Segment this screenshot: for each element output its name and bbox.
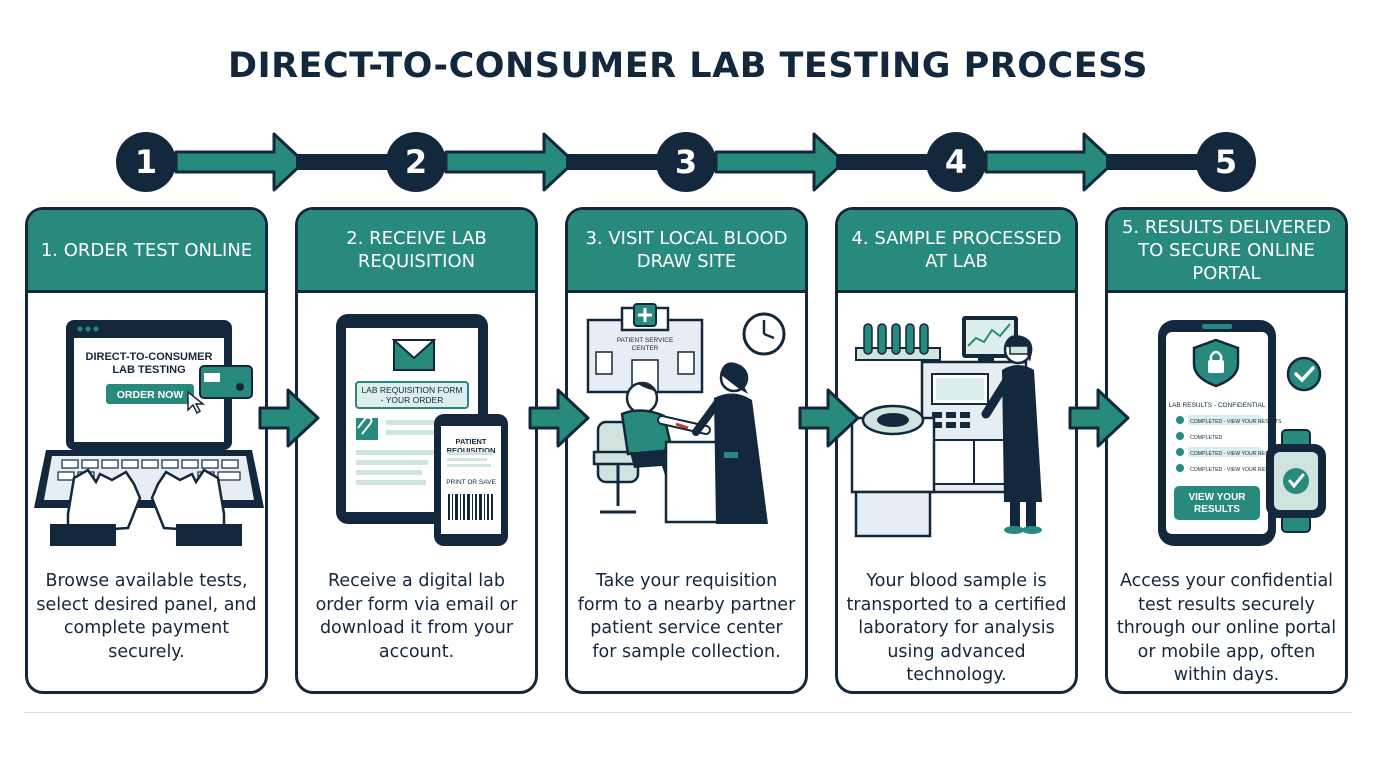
- card-header-4: 4. SAMPLE PROCESSED AT LAB: [838, 210, 1075, 293]
- step-number-5: 5: [1196, 132, 1256, 192]
- timeline-arrow-2: [444, 132, 576, 192]
- phone-print-label: PRINT OR SAVE: [446, 479, 496, 486]
- lab-equipment-icon: [850, 316, 1042, 538]
- card-title-1: 1. ORDER TEST ONLINE: [40, 239, 253, 261]
- card-description-3: Take your requisition form to a nearby p…: [577, 571, 796, 662]
- step-card-3: 3. VISIT LOCAL BLOOD DRAW SITE PATIENT S…: [565, 207, 808, 694]
- flow-arrow-3: [798, 388, 860, 448]
- svg-text:COMPLETED - VIEW YOUR RESULTS: COMPLETED - VIEW YOUR RESULTS: [1190, 419, 1282, 425]
- timeline-arrows: [174, 132, 1198, 192]
- result-row-2: COMPLETED: [1176, 432, 1223, 441]
- card-header-3: 3. VISIT LOCAL BLOOD DRAW SITE: [568, 210, 805, 293]
- step-number-3: 3: [656, 132, 716, 192]
- timeline-bar-3: [836, 154, 928, 170]
- requisition-form-label: LAB REQUISITION FORM- YOUR ORDER: [361, 385, 462, 405]
- page-title: DIRECT-TO-CONSUMER LAB TESTING PROCESS: [228, 46, 1148, 86]
- smartphone-icon: LAB RESULTS - CONFIDENTIAL COMPLETED - V…: [1158, 320, 1326, 546]
- card-description-4: Your blood sample is transported to a ce…: [846, 571, 1067, 685]
- svg-text:COMPLETED - VIEW YOUR RESULTS: COMPLETED - VIEW YOUR RESULTS: [1190, 467, 1282, 473]
- timeline-bar-1: [296, 154, 388, 170]
- result-row-4: COMPLETED - VIEW YOUR RESULTS: [1176, 464, 1282, 473]
- svg-text:COMPLETED - VIEW YOUR RESULTS: COMPLETED - VIEW YOUR RESULTS: [1190, 451, 1282, 457]
- card-description-1: Browse available tests, select desired p…: [36, 571, 257, 662]
- needle-icon: [675, 422, 689, 430]
- card-title-5: 5. RESULTS DELIVERED TO SECURE ONLINE PO…: [1121, 216, 1332, 284]
- timeline-bar-2: [566, 154, 658, 170]
- barcode-icon: [448, 494, 493, 520]
- flow-arrow-2: [528, 388, 590, 448]
- card-description-2: Receive a digital lab order form via ema…: [315, 571, 518, 662]
- card-description-5: Access your confidential test results se…: [1116, 571, 1337, 685]
- checkmark-icon: [1286, 356, 1322, 392]
- step-card-4: 4. SAMPLE PROCESSED AT LAB Your blood sa…: [835, 207, 1078, 694]
- view-results-button: [1174, 486, 1260, 520]
- card-title-4: 4. SAMPLE PROCESSED AT LAB: [851, 228, 1062, 272]
- order-now-button: [106, 384, 194, 404]
- step-number-1: 1: [116, 132, 176, 192]
- left-hand-icon: [66, 468, 142, 534]
- footer-divider: [24, 712, 1352, 713]
- card-header-5: 5. RESULTS DELIVERED TO SECURE ONLINE PO…: [1108, 210, 1345, 293]
- lock-icon: [1208, 360, 1224, 373]
- cursor-icon: [187, 390, 206, 415]
- right-hand-icon: [150, 468, 226, 534]
- timeline-arrow-4: [984, 132, 1116, 192]
- step-timeline: 1 2 3 4 5: [0, 120, 1376, 204]
- step-number-2: 2: [386, 132, 446, 192]
- tablet-icon: LAB REQUISITION FORM- YOUR ORDER PATIENT…: [336, 314, 508, 546]
- card-title-3: 3. VISIT LOCAL BLOOD DRAW SITE: [585, 228, 788, 272]
- flow-arrow-4: [1068, 388, 1130, 448]
- timeline-arrow-3: [714, 132, 846, 192]
- step-number-4: 4: [926, 132, 986, 192]
- step-card-5: 5. RESULTS DELIVERED TO SECURE ONLINE PO…: [1105, 207, 1348, 694]
- card-header-1: 1. ORDER TEST ONLINE: [28, 210, 265, 293]
- card-title-2: 2. RECEIVE LAB REQUISITION: [346, 228, 487, 272]
- order-now-label: ORDER NOW: [117, 389, 184, 401]
- result-row-1: COMPLETED - VIEW YOUR RESULTS: [1176, 415, 1282, 425]
- step-card-2: 2. RECEIVE LAB REQUISITION LAB REQUISITI…: [295, 207, 538, 694]
- svg-text:COMPLETED: COMPLETED: [1190, 435, 1223, 441]
- timeline-arrow-1: [174, 132, 306, 192]
- results-screen-heading: LAB RESULTS - CONFIDENTIAL: [1168, 402, 1265, 409]
- flow-arrow-1: [258, 388, 320, 448]
- timeline-bar-4: [1106, 154, 1198, 170]
- result-row-3: COMPLETED - VIEW YOUR RESULTS: [1176, 447, 1282, 457]
- card-header-2: 2. RECEIVE LAB REQUISITION: [298, 210, 535, 293]
